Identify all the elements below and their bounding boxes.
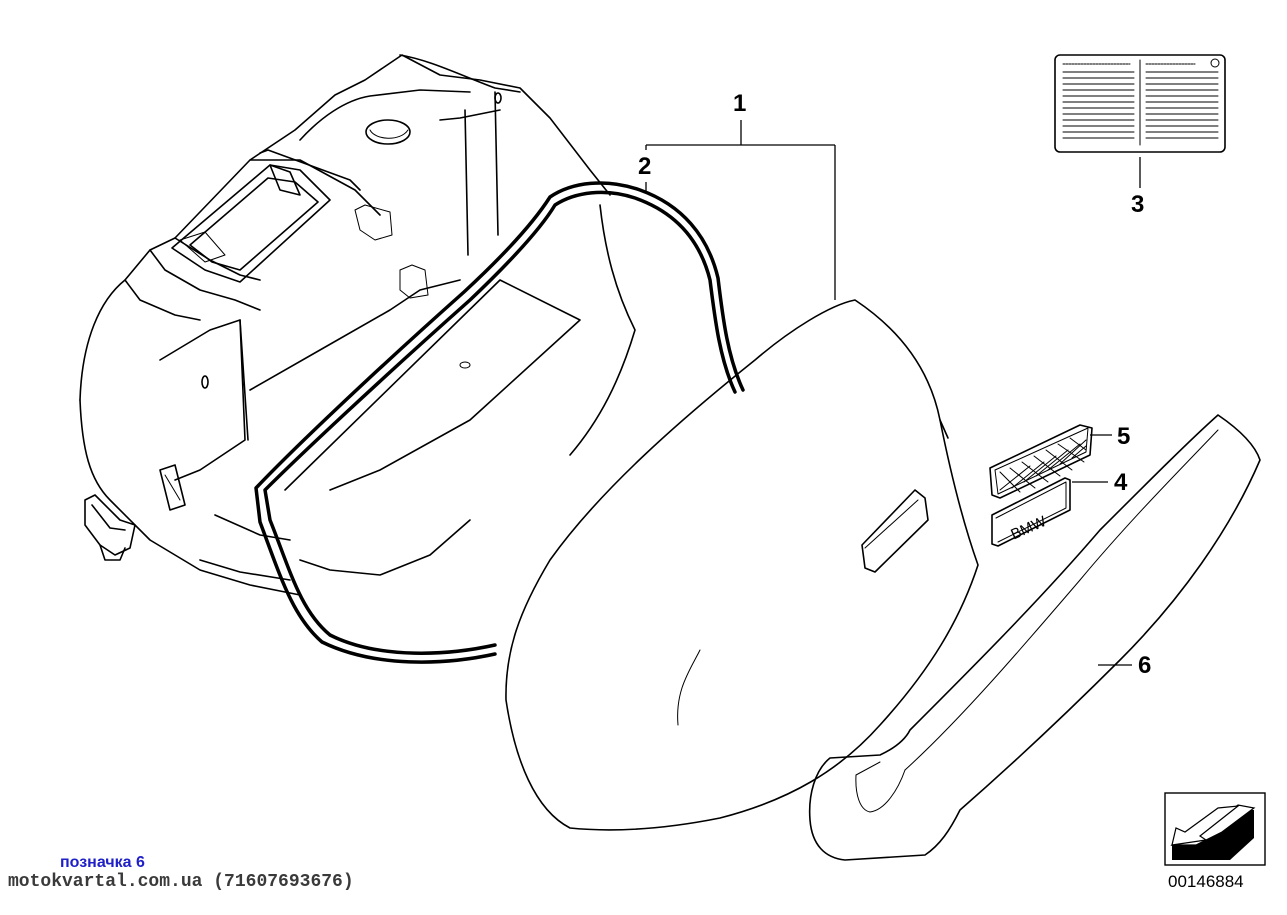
callout-2: 2 xyxy=(638,153,651,180)
callout-4: 4 xyxy=(1114,469,1128,496)
source-watermark: motokvartal.com.ua (71607693676) xyxy=(8,872,354,892)
label-card-lines xyxy=(1062,71,1219,139)
callout-5: 5 xyxy=(1117,423,1130,450)
marker-label: позначка 6 xyxy=(60,854,145,871)
lid-panel xyxy=(505,299,979,831)
trim-strip xyxy=(808,414,1261,861)
emblem-text: BMW xyxy=(1008,513,1049,544)
callout-6: 6 xyxy=(1138,652,1151,679)
diagram-number: 00146884 xyxy=(1168,872,1244,891)
reflector-pad xyxy=(989,424,1093,499)
case-shell xyxy=(79,54,611,596)
label-card xyxy=(1054,54,1226,153)
seal-gasket xyxy=(254,181,745,664)
callout-3: 3 xyxy=(1131,191,1144,218)
leader-lines xyxy=(645,120,1141,666)
emblem: BMW xyxy=(991,477,1071,547)
orientation-arrow-icon xyxy=(1164,792,1266,866)
callout-1: 1 xyxy=(733,90,746,117)
